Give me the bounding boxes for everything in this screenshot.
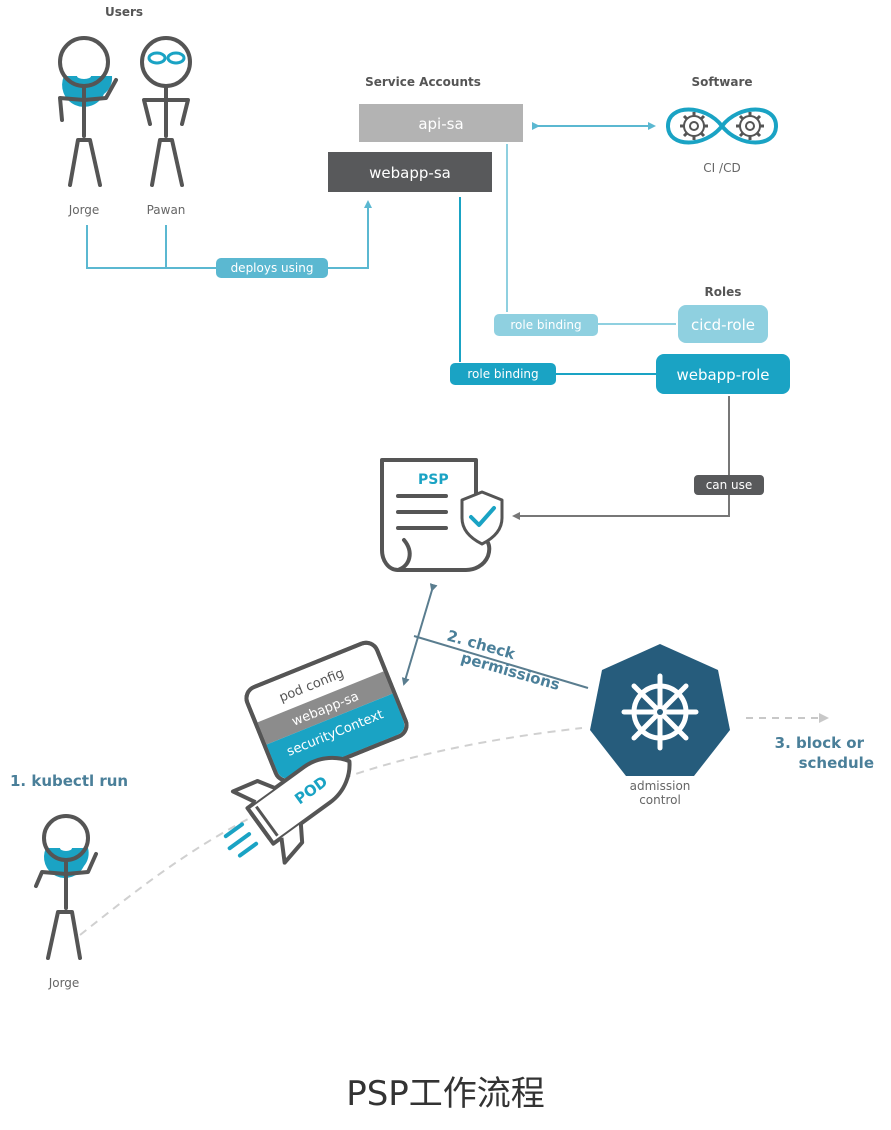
user-jorge-bottom-figure <box>34 814 98 960</box>
api-sa-label: api-sa <box>418 115 463 133</box>
diagram-caption: PSP工作流程 <box>346 1074 545 1114</box>
can-use-connector <box>512 396 730 520</box>
deploys-using-label: deploys using <box>231 261 314 275</box>
can-use-label: can use <box>706 478 753 492</box>
software-title: Software <box>691 75 752 89</box>
cicd-role-label: cicd-role <box>691 316 755 334</box>
users-title: Users <box>105 5 143 19</box>
user-pawan-figure <box>140 36 192 187</box>
role-binding-badge-2 <box>450 363 556 385</box>
gear-icon <box>736 112 764 140</box>
webapp-sa-label: webapp-sa <box>369 164 451 182</box>
webapp-role-box <box>656 354 790 394</box>
pod-rocket-icon: POD <box>223 755 352 865</box>
user-pawan-label: Pawan <box>147 203 186 217</box>
check-permissions-line <box>413 635 589 689</box>
api-sa-box <box>359 104 523 142</box>
role-binding-badge-1 <box>494 314 598 336</box>
admission-label-line2: control <box>639 793 681 807</box>
can-use-badge <box>694 475 764 495</box>
roles-title: Roles <box>705 285 742 299</box>
psp-label: PSP <box>418 472 449 488</box>
kubernetes-helm-icon <box>590 644 730 776</box>
software-label: CI /CD <box>703 161 740 175</box>
role-binding-label-2: role binding <box>467 367 538 381</box>
cicd-role-box <box>678 305 768 343</box>
role-binding-label-1: role binding <box>510 318 581 332</box>
user-jorge-bottom-label: Jorge <box>48 976 80 990</box>
service-accounts-title: Service Accounts <box>365 75 481 89</box>
step3-label-line2: schedule <box>799 754 874 772</box>
webapp-role-label: webapp-role <box>676 366 769 384</box>
user-jorge-label: Jorge <box>68 203 100 217</box>
user-jorge-figure <box>58 36 118 187</box>
webapp-sa-box <box>328 152 492 192</box>
step3-label-line1: 3. block or <box>775 734 865 752</box>
gear-icon <box>680 112 708 140</box>
cicd-infinity-icon <box>665 107 779 145</box>
admission-label-line1: admission <box>630 779 691 793</box>
step1-label: 1. kubectl run <box>10 772 128 790</box>
shield-check-icon <box>460 490 504 546</box>
deploys-using-badge <box>216 258 328 278</box>
